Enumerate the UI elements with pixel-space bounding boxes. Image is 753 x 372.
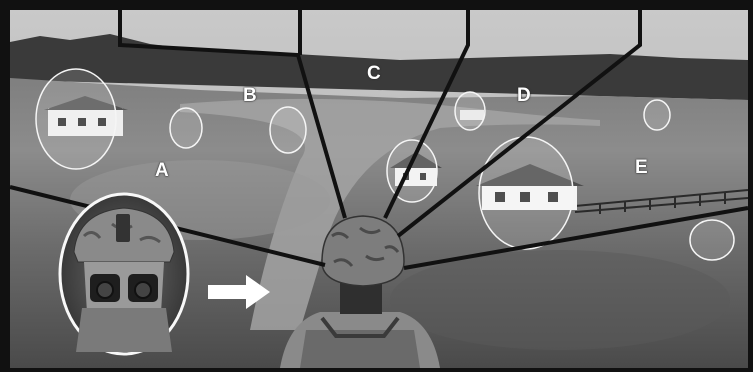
direction-arrow-icon [208,275,270,309]
observation-circle-7 [643,99,671,131]
sector-boundary-de [396,10,642,238]
zone-label-b: B [243,85,257,106]
photo [9,10,749,368]
sector-lines [9,10,749,270]
observation-circle-5 [454,91,486,131]
observation-circle-2 [169,107,203,149]
sector-boundary-cd [383,10,470,219]
observation-circle-4 [386,139,438,203]
building-far-left [44,96,128,136]
building-right [476,164,584,210]
dirt-track [180,98,600,330]
shrub-patch [390,250,730,350]
zone-label-d: D [517,85,531,106]
sector-boundary-right [403,206,749,270]
zone-label-e: E [635,157,648,178]
soldier-back-view [280,215,440,368]
observation-circle-3 [269,106,307,154]
observation-circles [35,68,735,261]
observation-circle-8 [689,219,735,261]
observation-circle-1 [35,68,117,170]
observation-circle-6 [478,136,574,250]
binocular-inset [58,192,190,356]
building-distant [460,110,484,120]
fence [574,189,749,214]
sector-boundary-ab [118,10,347,219]
zone-label-c: C [367,63,381,84]
zone-label-a: A [155,160,169,181]
